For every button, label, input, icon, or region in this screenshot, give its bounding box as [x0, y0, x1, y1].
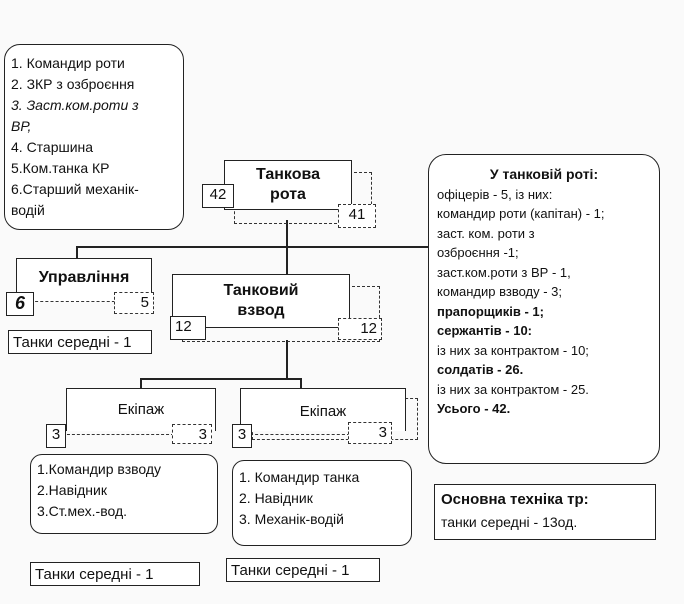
command-item: 6.Старший механік-: [11, 181, 139, 197]
platoon-left-number: 12: [170, 316, 206, 340]
crew1-left-number: 3: [46, 424, 66, 448]
crew1-right-number: 3: [172, 424, 212, 444]
summary-line: заст.ком.роти з ВР - 1,: [437, 264, 571, 280]
crew2-tanks-label: Танки середні - 1: [226, 558, 380, 582]
platoon-title-line2: взвод: [237, 302, 285, 319]
connector-line: [286, 246, 288, 274]
summary-heading: У танковій роті:: [489, 166, 599, 182]
platoon-right-number: 12: [338, 318, 382, 340]
command-item: 5.Ком.танка КР: [11, 160, 110, 176]
summary-line: із них за контрактом - 10;: [437, 342, 589, 358]
management-left-number: 6: [6, 292, 34, 316]
crew1-title: Екіпаж: [117, 401, 165, 418]
platoon-title-line1: Танковий: [223, 282, 299, 299]
company-title-line1: Танкова: [255, 166, 321, 183]
crew2-dashed-link: [250, 434, 350, 435]
summary-line: офіцерів - 5, із них:: [437, 186, 553, 202]
crew1-members-box: 1.Командир взводу 2.Навідник 3.Ст.мех.-в…: [30, 454, 218, 534]
command-item: ВР,: [11, 118, 32, 134]
equipment-title: Основна техніка тр:: [441, 491, 589, 508]
crew1-member: 3.Ст.мех.-вод.: [37, 503, 128, 519]
summary-line: заст. ком. роти з: [437, 225, 535, 241]
crew2-member: 3. Механік-водій: [239, 511, 344, 527]
management-right-number: 5: [114, 292, 154, 314]
summary-line: солдатів - 26.: [437, 362, 524, 377]
command-item: 2. ЗКР з озброєння: [11, 76, 135, 92]
summary-box: У танковій роті: офіцерів - 5, із них: к…: [428, 154, 660, 464]
crew2-members-box: 1. Командир танка 2. Навідник 3. Механік…: [232, 460, 412, 546]
crew1-node: Екіпаж: [66, 388, 216, 431]
management-tanks-label: Танки середні - 1: [8, 330, 152, 354]
summary-line: прапорщиків - 1;: [437, 303, 544, 319]
platoon-node: Танковий взвод: [172, 274, 350, 328]
equipment-value: танки середні - 13од.: [441, 514, 578, 530]
connector-line: [300, 378, 302, 390]
crew1-dashed-link: [62, 434, 174, 435]
connector-line: [76, 246, 428, 248]
crew1-member: 1.Командир взводу: [37, 461, 162, 477]
management-title: Управління: [38, 269, 130, 286]
connector-line: [286, 340, 288, 380]
company-title-line2: рота: [270, 186, 306, 203]
company-node: Танкова рота: [224, 160, 352, 210]
summary-line: командир взводу - 3;: [437, 284, 563, 299]
company-command-box: 1. Командир роти 2. ЗКР з озброєння 3. З…: [4, 44, 184, 230]
management-dashed-link: [30, 301, 120, 302]
connector-line: [140, 378, 142, 390]
command-item: 4. Старшина: [11, 139, 94, 155]
crew2-title: Екіпаж: [299, 403, 347, 420]
crew2-left-number: 3: [232, 424, 252, 448]
summary-line: сержантів - 10:: [437, 323, 532, 338]
crew2-right-number: 3: [348, 422, 392, 444]
command-item: 3. Заст.ком.роти з: [11, 97, 139, 113]
company-right-number: 41: [338, 204, 376, 228]
crew1-member: 2.Навідник: [37, 482, 107, 498]
summary-line: Усього - 42.: [437, 401, 511, 416]
connector-line: [286, 220, 288, 250]
crew2-member: 1. Командир танка: [239, 469, 360, 485]
company-left-number: 42: [202, 184, 234, 208]
summary-line: озброєння -1;: [437, 245, 519, 260]
connector-line: [76, 246, 78, 260]
crew2-member: 2. Навідник: [239, 490, 313, 506]
command-item: 1. Командир роти: [11, 55, 125, 71]
summary-line: командир роти (капітан) - 1;: [437, 206, 605, 221]
summary-line: із них за контрактом - 25.: [437, 381, 589, 397]
equipment-box: Основна техніка тр: танки середні - 13од…: [434, 484, 656, 540]
crew1-tanks-label: Танки середні - 1: [30, 562, 200, 586]
command-item: водій: [11, 202, 45, 218]
connector-line: [140, 378, 300, 380]
